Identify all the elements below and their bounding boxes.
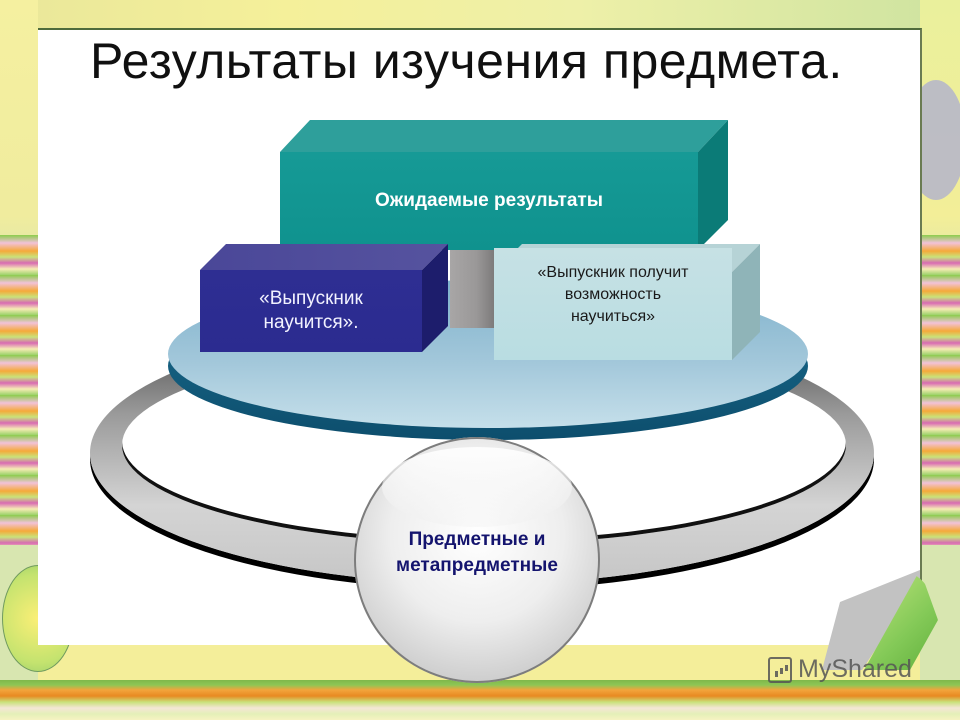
expected-results-box: Ожидаемые результаты: [280, 120, 728, 250]
decorative-stripes-left: [0, 235, 38, 545]
graduate-will-learn-label: «Выпускник научится».: [200, 270, 422, 352]
presentation-board-icon: [768, 656, 792, 683]
sphere-highlight: [382, 447, 572, 527]
graduate-will-learn-line2: научится».: [263, 312, 359, 333]
watermark-text: MyShared: [798, 655, 912, 683]
graduate-opportunity-label: «Выпускник получит возможность научиться…: [494, 248, 732, 360]
sphere-label: Предметные и метапредметные: [396, 527, 558, 579]
box-top-face: [280, 120, 728, 152]
graduate-opportunity-line3: научиться»: [570, 308, 656, 325]
expected-results-label: Ожидаемые результаты: [280, 152, 698, 250]
frame-bottom-border: [0, 680, 960, 720]
sphere-label-line1: Предметные и: [408, 529, 546, 550]
graduate-will-learn-line1: «Выпускник: [259, 288, 363, 309]
graduate-will-learn-box: «Выпускник научится».: [200, 244, 448, 352]
page-curl-decoration: [822, 570, 938, 670]
watermark: MyShared: [768, 655, 912, 684]
sphere-label-line2: метапредметные: [396, 555, 558, 576]
frame-top-border: [0, 0, 960, 30]
subject-results-sphere: Предметные и метапредметные: [354, 437, 600, 683]
decorative-stripes-right: [922, 235, 960, 545]
box-top-face: [200, 244, 448, 270]
graduate-opportunity-line2: возможность: [564, 286, 662, 303]
slide-title: Результаты изучения предмета.: [90, 33, 843, 89]
support-pillar: [450, 240, 494, 328]
graduate-opportunity-box: «Выпускник получит возможность научиться…: [494, 244, 760, 360]
graduate-opportunity-line1: «Выпускник получит: [537, 264, 689, 281]
